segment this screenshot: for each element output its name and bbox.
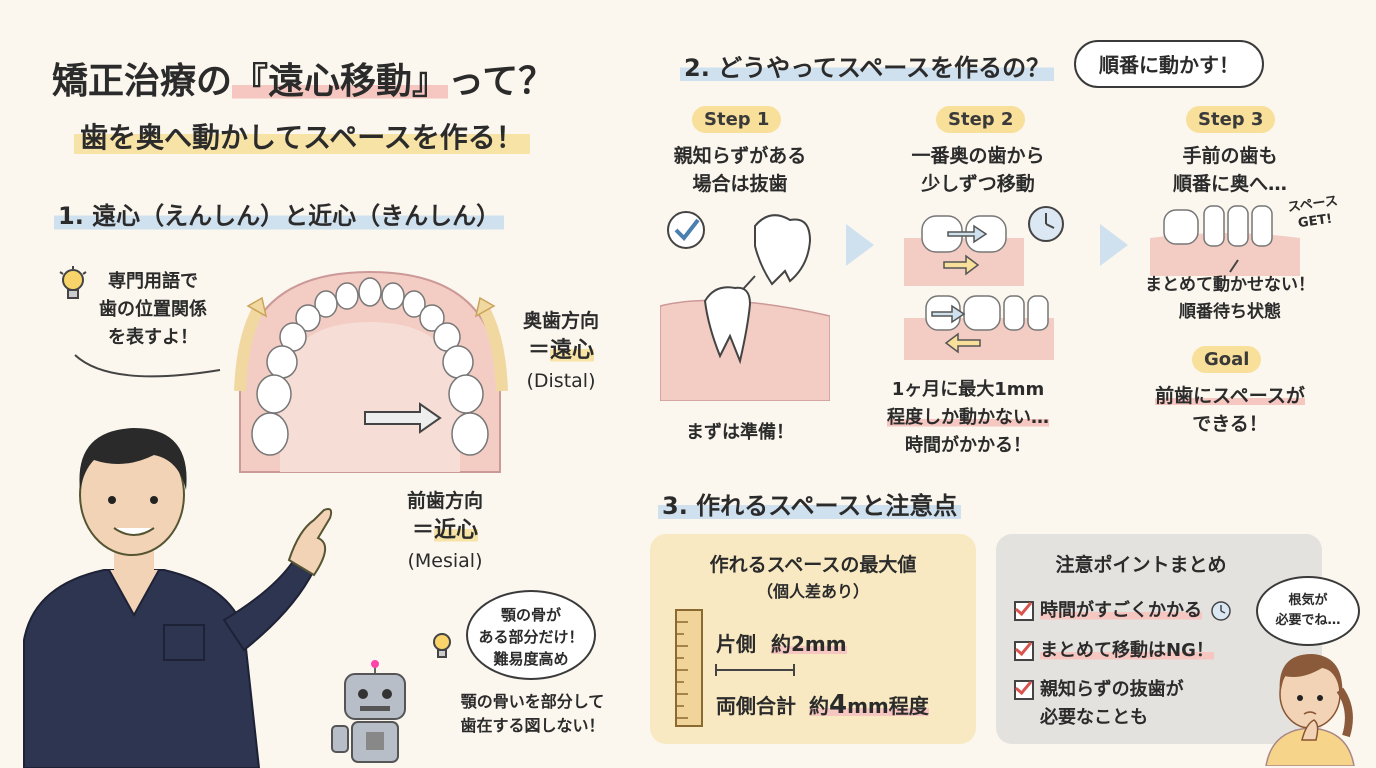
space-get-label: スペース GET! <box>1286 193 1339 232</box>
both-sides-row: 両側合計 約4mm程度 <box>716 690 929 720</box>
goal-text: 前歯にスペースが できる！ <box>1155 385 1305 435</box>
goal-tag: Goal <box>1192 346 1262 373</box>
section3-heading: 3. 作れるスペースと注意点 <box>658 486 962 521</box>
one-side-row: 片側 約2mm <box>716 632 847 656</box>
lightbulb-icon <box>59 266 87 299</box>
ruler-icon <box>675 609 703 727</box>
note-item-3: 親知らずの抜歯が 必要なことも <box>1014 676 1184 732</box>
molar-move-illustration-top <box>904 215 1024 286</box>
main-title: 矯正治療の『遠心移動』って？ <box>52 61 555 102</box>
dental-arch-diagram <box>239 270 501 473</box>
notes-title: 注意ポイントまとめ <box>1055 554 1227 576</box>
tip-bubble-tail <box>74 354 221 378</box>
tip-bubble: 専門用語で 歯の位置関係 を表すよ！ <box>99 271 207 348</box>
chevron-right-icon <box>846 224 874 266</box>
step3-caption: まとめて動かせない！ 順番待ち状態 <box>1145 275 1315 322</box>
step2-tag: Step 2 <box>936 106 1026 133</box>
checkbox-icon <box>1014 641 1034 661</box>
teeth-row-illustration <box>1150 205 1300 276</box>
distal-label: 奥歯方向 ＝遠心 (Distal) <box>522 310 599 392</box>
robot-illustration <box>331 660 406 763</box>
subtitle: 歯を奥へ動かしてスペースを作る！ <box>74 116 530 156</box>
distal-arrow-right <box>474 296 508 392</box>
span-line <box>715 664 795 676</box>
robot-bubble: 顎の骨が ある部分だけ！ 難易度高め <box>466 590 596 680</box>
clock-icon-small <box>1211 601 1232 621</box>
mesial-label: 前歯方向 ＝近心 (Mesial) <box>406 490 483 572</box>
clock-icon <box>1028 206 1064 242</box>
robot-caption: 顎の骨いを部分して 歯在する図しない！ <box>460 692 605 735</box>
step3-tag: Step 3 <box>1186 106 1276 133</box>
note-item-1: 時間がすごくかかる <box>1014 596 1232 622</box>
section1-heading: 1. 遠心（えんしん）と近心（きんしん） <box>54 196 505 231</box>
molar-move-illustration-bottom <box>904 295 1054 360</box>
step2-text: 一番奥の歯から 少しずつ移動 <box>911 145 1045 195</box>
step1-text: 親知らずがある 場合は抜歯 <box>673 145 807 195</box>
checkbox-icon <box>1014 601 1034 621</box>
step1-caption: まずは準備！ <box>686 422 794 443</box>
girl-bubble: 根気が 必要でね… <box>1256 576 1360 646</box>
doctor-illustration <box>23 428 333 768</box>
distal-arrow-left <box>234 296 268 392</box>
check-circle-icon <box>667 211 705 249</box>
extraction-illustration <box>660 214 830 401</box>
step1-tag: Step 1 <box>692 106 782 133</box>
checkbox-icon <box>1014 680 1034 700</box>
max-space-subtitle: （個人差あり） <box>756 582 869 601</box>
girl-illustration <box>1265 654 1355 766</box>
step2-caption: 1ヶ月に最大1mm 程度しか動かない… 時間がかかる！ <box>887 379 1049 456</box>
note-item-2: まとめて移動はNG！ <box>1014 636 1214 662</box>
max-space-card: 作れるスペースの最大値 （個人差あり） 片側 約2mm 両側合計 約4mm程度 <box>650 534 976 744</box>
lightbulb-icon-small <box>433 633 451 658</box>
chevron-right-icon-2 <box>1100 224 1128 266</box>
max-space-title: 作れるスペースの最大値 <box>709 554 917 576</box>
step3-text: 手前の歯も 順番に奥へ… <box>1172 145 1287 195</box>
notes-card: 注意ポイントまとめ 時間がすごくかかる まとめて移動はNG！ 親知らずの抜歯が … <box>996 534 1322 744</box>
order-bubble: 順番に動かす！ <box>1074 40 1264 88</box>
section2-heading: 2. どうやってスペースを作るの？ <box>680 48 1055 83</box>
